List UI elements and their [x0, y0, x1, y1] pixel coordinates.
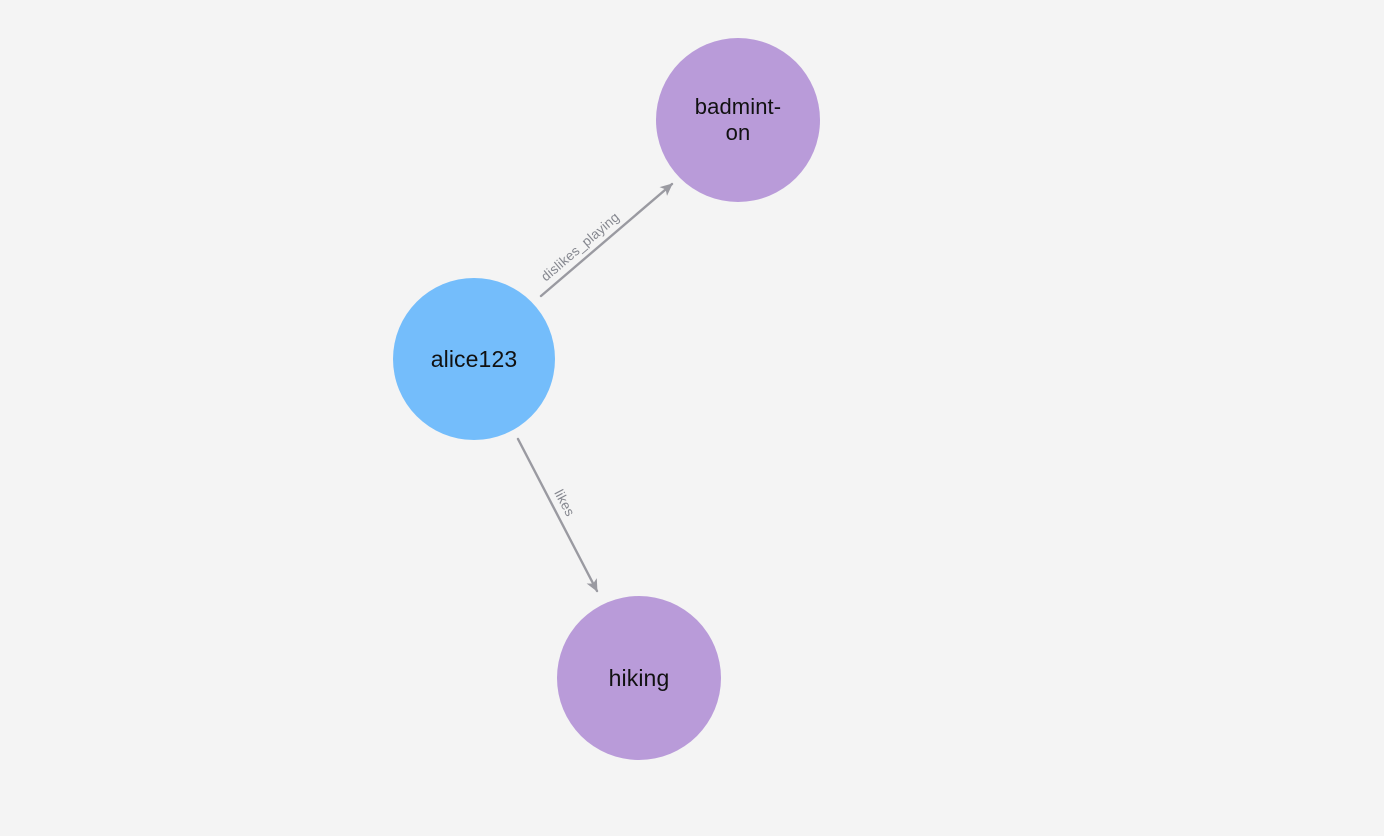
- edge-line-dislikes-playing[interactable]: [539, 182, 674, 298]
- graph-node-label-alice123: alice123: [430, 345, 518, 372]
- graph-node-hiking[interactable]: hiking: [557, 596, 721, 760]
- edge-lines: [516, 182, 674, 593]
- graph-node-alice123[interactable]: alice123: [393, 278, 555, 440]
- edge-line-likes[interactable]: [516, 437, 599, 593]
- graph-node-label-hiking: hiking: [608, 664, 670, 691]
- graph-node-badminton[interactable]: badmint- on: [656, 38, 820, 202]
- graph-node-label-badminton: badmint- on: [694, 94, 782, 145]
